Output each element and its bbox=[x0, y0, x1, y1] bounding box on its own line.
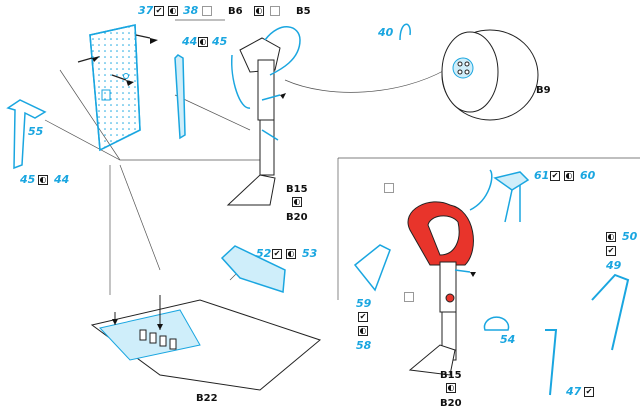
part-49-label: 49 bbox=[606, 259, 622, 272]
ghost-icon bbox=[384, 183, 394, 193]
part-55-label: 55 bbox=[28, 125, 44, 138]
part-54-label: 54 bbox=[500, 333, 516, 346]
landing-gear-strut-left bbox=[226, 26, 301, 206]
part-b15b-label: B15 bbox=[440, 370, 462, 381]
part-b20-label: B20 bbox=[286, 212, 308, 223]
part-b9-label: B9 bbox=[536, 85, 551, 96]
ghost-icon bbox=[270, 6, 280, 16]
part-61-label: 61 bbox=[534, 169, 550, 182]
part-b15-label: B15 bbox=[286, 184, 308, 195]
part-37-label: 37 bbox=[138, 4, 154, 17]
bend-icon: ◐ bbox=[564, 171, 574, 181]
bend-icon: ◐ bbox=[286, 249, 296, 259]
landing-gear-strut-right bbox=[407, 169, 493, 376]
arrows bbox=[92, 38, 476, 330]
floor-panel-part bbox=[77, 24, 151, 152]
small-bracket-part bbox=[220, 245, 286, 294]
check-icon: ✔ bbox=[550, 171, 560, 181]
bend-icon: ◐ bbox=[254, 6, 264, 16]
hook-part bbox=[399, 23, 411, 41]
rod-49-part bbox=[591, 273, 630, 351]
bracket-61-part bbox=[493, 171, 530, 223]
bend-icon: ◐ bbox=[198, 37, 208, 47]
part-b6-label: B6 bbox=[228, 6, 243, 17]
ghost-icon bbox=[202, 6, 212, 16]
wheel-part bbox=[441, 29, 539, 121]
bracket-part bbox=[6, 99, 47, 170]
part-38-label: 38 bbox=[183, 4, 199, 17]
part-44b-label: 44 bbox=[54, 173, 70, 186]
part-b20b-label: B20 bbox=[440, 398, 462, 409]
bend-icon: ◐ bbox=[358, 326, 368, 336]
part-45-label: 45 bbox=[212, 35, 228, 48]
bend-icon: ◐ bbox=[606, 232, 616, 242]
part-45b-label: 45 bbox=[20, 173, 36, 186]
bend-icon: ◐ bbox=[38, 175, 48, 185]
rod-47-part bbox=[545, 329, 558, 396]
stand-part bbox=[353, 244, 391, 292]
guide-lines bbox=[44, 19, 640, 300]
part-b5-label: B5 bbox=[296, 6, 311, 17]
part-50-label: 50 bbox=[622, 230, 638, 243]
check-icon: ✔ bbox=[584, 387, 594, 397]
check-icon: ✔ bbox=[154, 6, 164, 16]
floor-b22 bbox=[90, 295, 322, 391]
bend-icon: ◐ bbox=[446, 383, 456, 393]
part-44-label: 44 bbox=[182, 35, 198, 48]
part-40-label: 40 bbox=[378, 26, 394, 39]
ghost-icon bbox=[404, 292, 414, 302]
ring-part bbox=[483, 316, 510, 331]
strip-part bbox=[174, 54, 186, 140]
bend-icon: ◐ bbox=[292, 197, 302, 207]
check-icon: ✔ bbox=[606, 246, 616, 256]
check-icon: ✔ bbox=[358, 312, 368, 322]
part-59-label: 59 bbox=[356, 297, 372, 310]
bend-icon: ◐ bbox=[168, 6, 178, 16]
check-icon: ✔ bbox=[272, 249, 282, 259]
part-58-label: 58 bbox=[356, 339, 372, 352]
part-53-label: 53 bbox=[302, 247, 318, 260]
part-60-label: 60 bbox=[580, 169, 596, 182]
part-52-label: 52 bbox=[256, 247, 272, 260]
part-47-label: 47 bbox=[566, 385, 582, 398]
part-b22-label: B22 bbox=[196, 393, 218, 404]
